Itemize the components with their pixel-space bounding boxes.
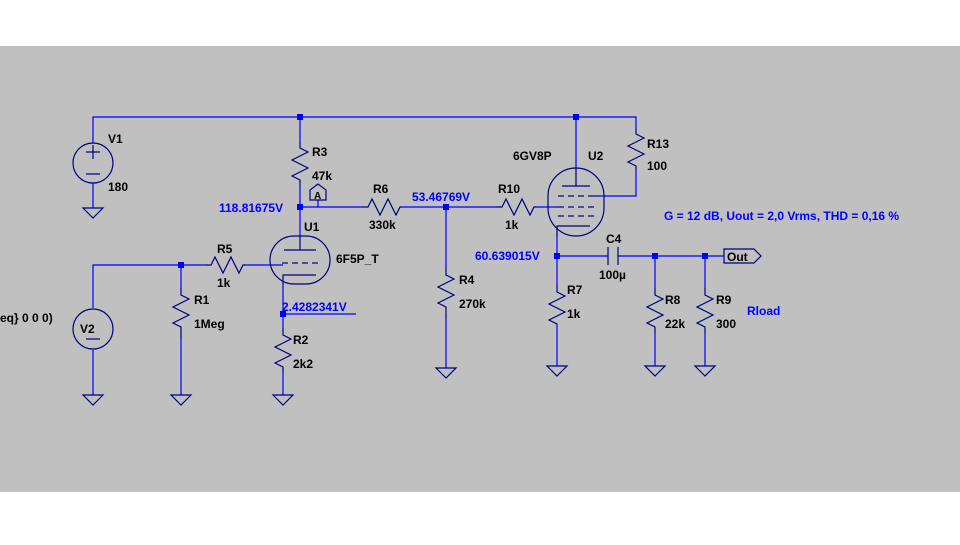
v2-value: eq} 0 0 0): [0, 311, 53, 325]
u1-label: U1: [304, 220, 320, 234]
c4-label: C4: [606, 232, 622, 246]
performance-annotation: G = 12 dB, Uout = 2,0 Vrms, THD = 0,16 %: [664, 209, 899, 223]
r5-value: 1k: [217, 276, 231, 290]
current-probe-icon[interactable]: A: [309, 183, 327, 202]
r1-label: R1: [194, 293, 210, 307]
r7-resistor[interactable]: R7 1k: [547, 283, 583, 325]
r9-value: 300: [716, 317, 736, 331]
r8-resistor[interactable]: R8 22k: [645, 288, 685, 333]
u1-plate-voltage: 118.81675V: [219, 201, 283, 215]
r6-label: R6: [373, 182, 389, 196]
r4-value: 270k: [459, 297, 486, 311]
u2-label: U2: [588, 149, 604, 163]
c4-capacitor[interactable]: C4 100µ: [599, 232, 626, 282]
r9-label: R9: [716, 293, 732, 307]
v2-label: V2: [80, 322, 95, 336]
r5-label: R5: [217, 242, 233, 256]
r10-resistor[interactable]: R10 1k: [496, 182, 536, 232]
out-label: Out: [727, 250, 748, 264]
u2-model: 6GV8P: [513, 149, 552, 163]
u1-tube[interactable]: U1 6F5P_T: [269, 220, 379, 285]
r13-value: 100: [647, 159, 667, 173]
r9-rload-label: Rload: [747, 304, 780, 318]
r2-resistor[interactable]: R2 2k2: [273, 328, 313, 373]
r3-resistor[interactable]: R3 47k: [290, 142, 332, 185]
r10-value: 1k: [505, 218, 519, 232]
r2-label: R2: [293, 333, 309, 347]
r9-resistor[interactable]: R9 300 Rload: [695, 288, 780, 333]
v2-source[interactable]: V2 eq} 0 0 0): [0, 308, 114, 350]
u1-cathode-voltage: 2.4282341V: [282, 300, 347, 314]
r13-resistor[interactable]: R13 100: [626, 128, 669, 173]
r6-r4-node-voltage: 53.46769V: [412, 190, 470, 204]
r6-resistor[interactable]: R6 330k: [362, 182, 402, 232]
r8-value: 22k: [665, 317, 685, 331]
v1-label: V1: [108, 132, 123, 146]
r10-label: R10: [498, 182, 520, 196]
r3-label: R3: [312, 145, 328, 159]
r2-value: 2k2: [293, 357, 313, 371]
r8-label: R8: [665, 293, 681, 307]
out-port-flag[interactable]: Out: [723, 248, 762, 264]
net-voltage-labels: 118.81675V 53.46769V 2.4282341V 60.63901…: [219, 190, 540, 315]
r7-label: R7: [567, 283, 583, 297]
canvas-background: [0, 46, 960, 492]
c4-value: 100µ: [599, 268, 626, 282]
v1-source[interactable]: V1 180: [72, 132, 128, 194]
r6-value: 330k: [369, 218, 396, 232]
r5-resistor[interactable]: R5 1k: [205, 242, 245, 290]
u2-cathode-voltage: 60.639015V: [475, 249, 540, 263]
r4-label: R4: [459, 273, 475, 287]
r3-value: 47k: [312, 169, 332, 183]
u2-tube[interactable]: 6GV8P U2: [513, 149, 605, 237]
r4-resistor[interactable]: R4 270k: [436, 268, 486, 318]
r1-resistor[interactable]: R1 1Meg: [171, 288, 225, 338]
probe-label: A: [314, 191, 321, 202]
v1-value: 180: [108, 180, 128, 194]
r7-value: 1k: [567, 307, 581, 321]
r13-label: R13: [647, 137, 669, 151]
u1-model: 6F5P_T: [336, 252, 379, 266]
r1-value: 1Meg: [194, 317, 225, 331]
